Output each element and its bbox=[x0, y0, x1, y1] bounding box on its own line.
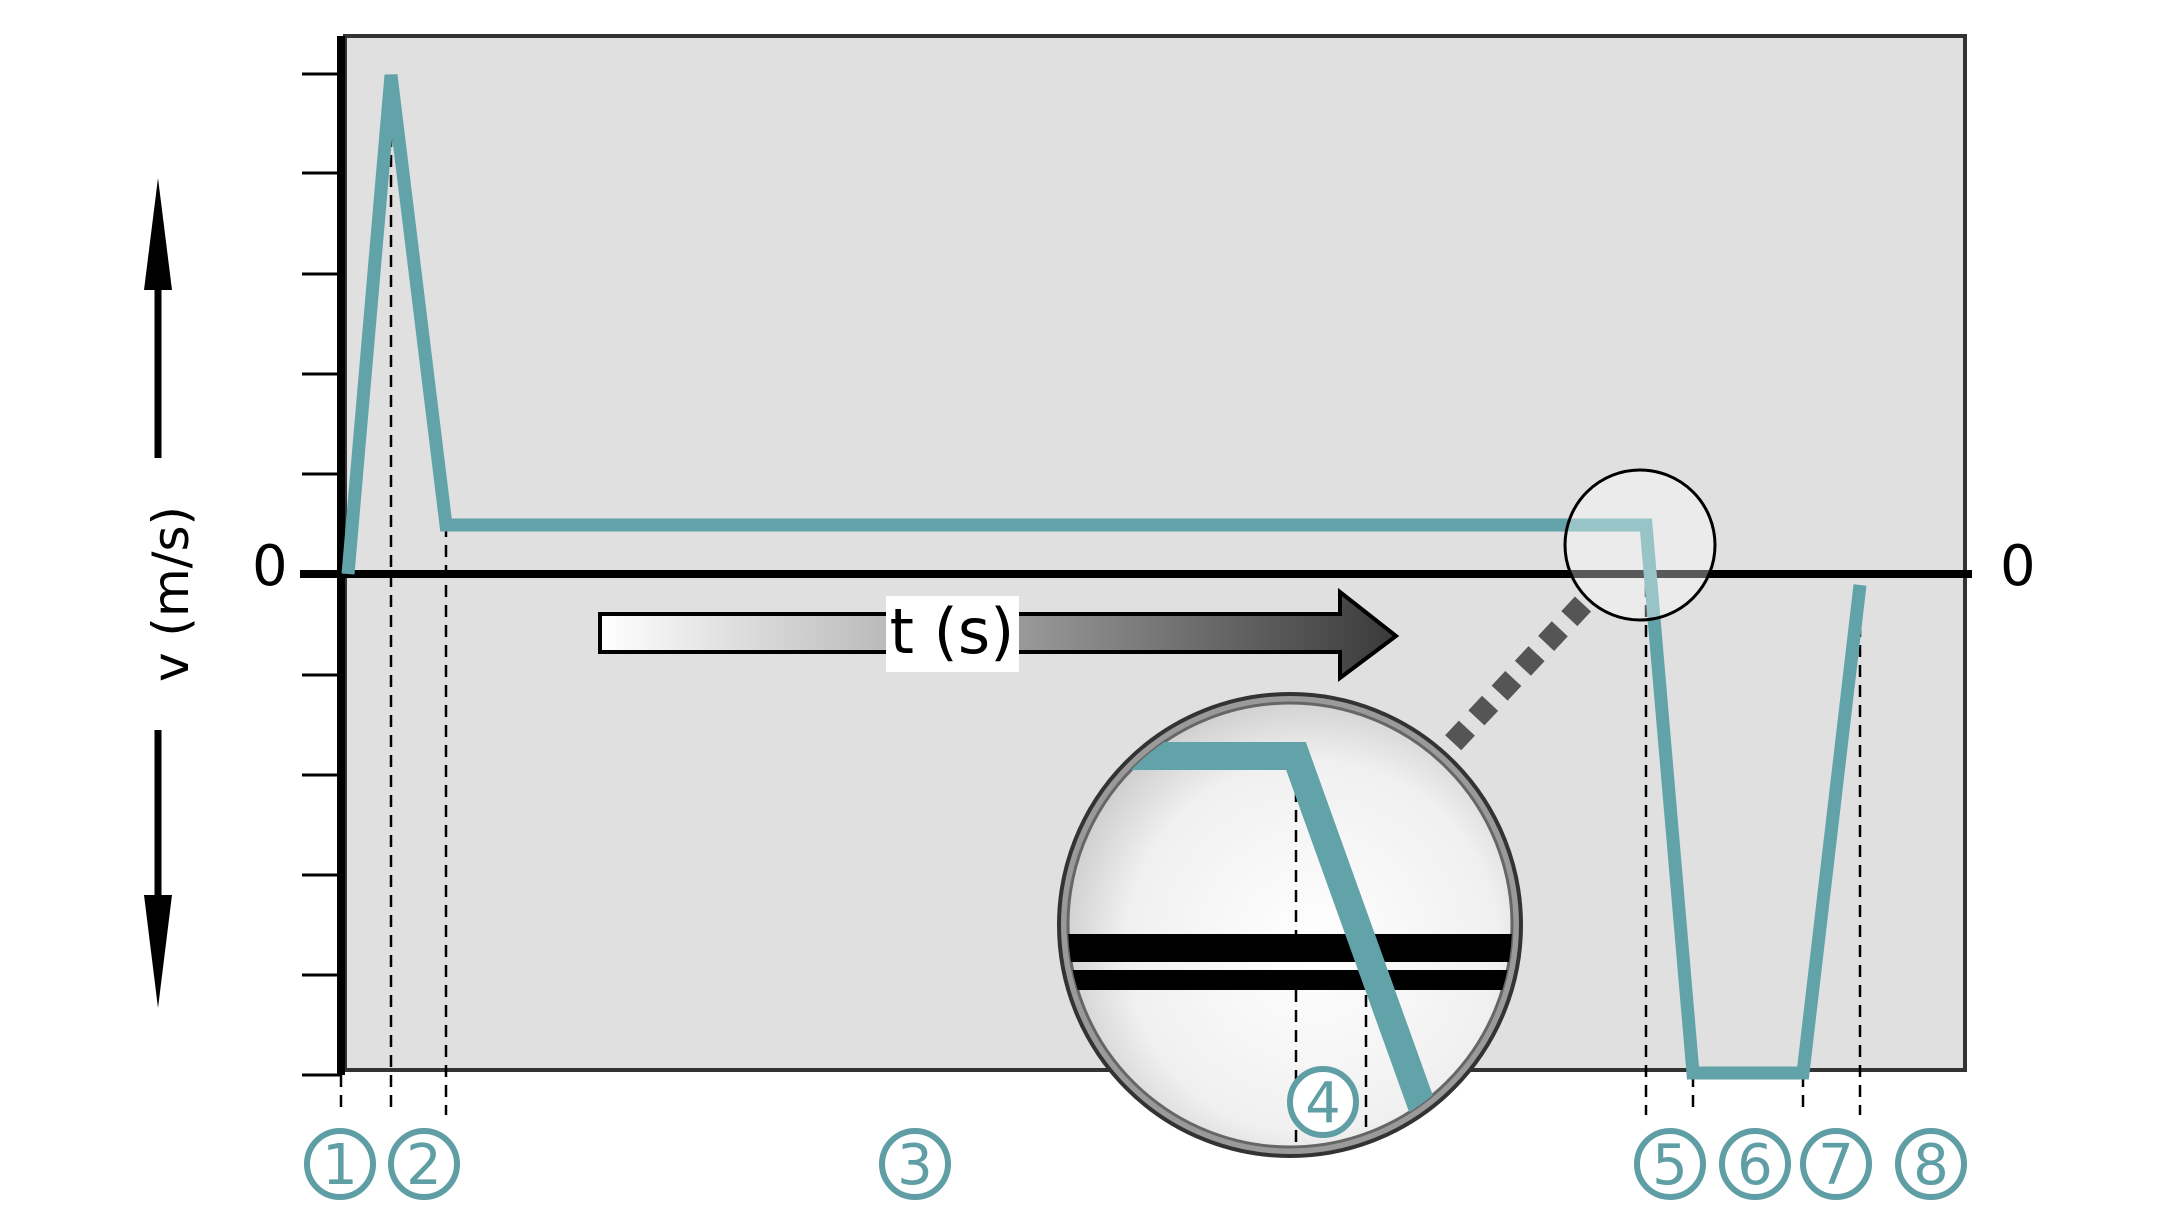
zoom-target-circle bbox=[1563, 468, 1717, 622]
svg-text:7: 7 bbox=[1818, 1133, 1854, 1198]
phase-marker-2: 2 bbox=[388, 1128, 460, 1200]
zero-label-right: 0 bbox=[2000, 534, 2036, 599]
phase-marker-5: 5 bbox=[1634, 1128, 1706, 1200]
svg-text:5: 5 bbox=[1652, 1133, 1688, 1198]
phase-marker-6: 6 bbox=[1719, 1128, 1791, 1200]
phase-marker-3: 3 bbox=[879, 1128, 951, 1200]
svg-text:2: 2 bbox=[406, 1133, 442, 1198]
svg-text:4: 4 bbox=[1305, 1071, 1341, 1136]
phase-dashes bbox=[339, 75, 1862, 1115]
phase-marker-1: 1 bbox=[304, 1128, 376, 1200]
phase-marker-7: 7 bbox=[1800, 1128, 1872, 1200]
x-axis-label: t (s) bbox=[890, 595, 1015, 668]
svg-text:8: 8 bbox=[1913, 1133, 1949, 1198]
velocity-curve bbox=[341, 74, 1867, 1080]
time-arrow: t (s) bbox=[598, 587, 1400, 682]
svg-text:6: 6 bbox=[1737, 1133, 1773, 1198]
y-axis-ticks bbox=[302, 72, 341, 1077]
zero-label-left: 0 bbox=[252, 534, 288, 599]
svg-text:3: 3 bbox=[897, 1133, 933, 1198]
y-down-arrow bbox=[144, 730, 172, 1008]
svg-text:1: 1 bbox=[322, 1133, 358, 1198]
phase-marker-8: 8 bbox=[1895, 1128, 1967, 1200]
y-up-arrow bbox=[144, 178, 172, 458]
phase-marker-4: 4 bbox=[1287, 1066, 1359, 1138]
magnifier-lens bbox=[1057, 692, 1523, 1158]
y-axis-label: v (m/s) bbox=[142, 506, 200, 682]
phase-markers: 1 2 3 4 5 6 7 8 bbox=[304, 1066, 1967, 1200]
